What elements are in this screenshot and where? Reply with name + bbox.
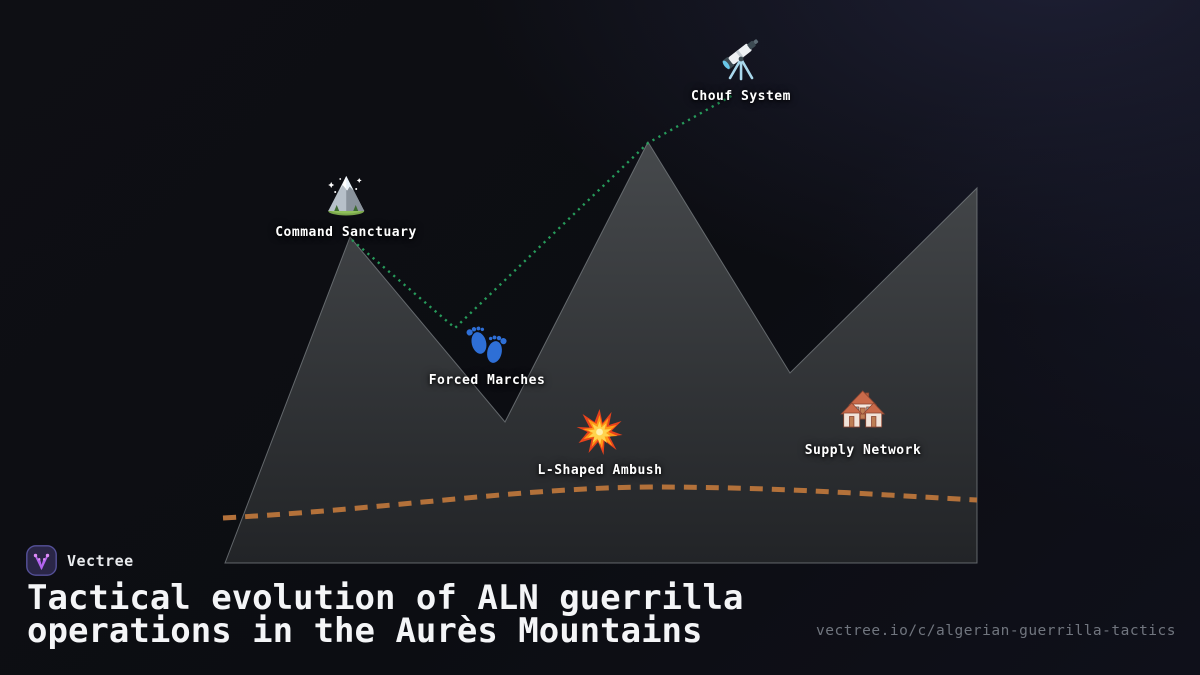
footprints-icon — [466, 326, 507, 363]
vectree-logo-icon — [26, 545, 57, 576]
node-label: L-Shaped Ambush — [537, 463, 663, 478]
node-label: Command Sanctuary — [275, 225, 417, 240]
snow-capped-mountain-icon — [328, 176, 364, 216]
title-line-1: Tactical evolution of ALN guerrilla — [27, 578, 744, 618]
node-command-sanctuary: Command Sanctuary — [275, 170, 417, 240]
node-forced-marches: Forced Marches — [429, 318, 546, 388]
node-label: Chouf System — [691, 89, 791, 104]
mountain-silhouette — [224, 140, 978, 564]
title-line-2: operations in the Aurès Mountains — [27, 611, 703, 651]
node-label: Forced Marches — [428, 373, 546, 388]
node-l-shaped-ambush: L-Shaped Ambush — [538, 408, 663, 478]
node-chouf-system: Chouf System — [691, 34, 791, 104]
telescope-icon — [722, 39, 759, 81]
trail-dashed-path — [222, 484, 978, 521]
brand-name: Vectree — [67, 551, 134, 570]
collision-icon — [577, 409, 623, 455]
brand-lockup: Vectree — [26, 545, 134, 576]
houses-icon — [840, 390, 886, 428]
node-label: Supply Network — [804, 443, 922, 458]
footer-url: vectree.io/c/algerian-guerrilla-tactics — [816, 623, 1176, 639]
page-title: Tactical evolution of ALN guerrilla oper… — [27, 578, 744, 651]
node-supply-network: Supply Network — [805, 388, 922, 458]
